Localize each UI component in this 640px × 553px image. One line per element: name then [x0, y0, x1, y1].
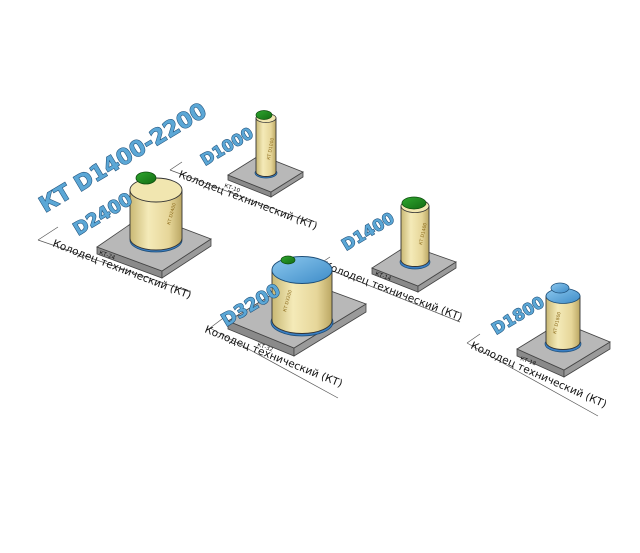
well-kt14-diameter: D1400 — [338, 208, 397, 254]
well-kt24-tag: КТ-24 — [98, 250, 116, 261]
well-kt32-tag: КТ-32 — [256, 342, 273, 353]
well-kt10-tag: КТ-10 — [223, 183, 241, 194]
svg-text:КТ D1800: КТ D1800 — [552, 311, 563, 334]
well-kt18: КТ D1800 D1800 КТ-18 Колодец технический… — [466, 282, 611, 417]
svg-text:КТ D1400: КТ D1400 — [418, 222, 429, 245]
svg-text:КТ D1000: КТ D1000 — [266, 137, 276, 160]
svg-text:КТ D3200: КТ D3200 — [282, 289, 294, 312]
well-kt14-tag: КТ-14 — [374, 271, 392, 282]
well-kt18-tag: КТ-18 — [519, 356, 537, 367]
well-kt18-diameter: D1800 — [488, 292, 547, 338]
svg-text:КТ D2400: КТ D2400 — [166, 202, 178, 225]
